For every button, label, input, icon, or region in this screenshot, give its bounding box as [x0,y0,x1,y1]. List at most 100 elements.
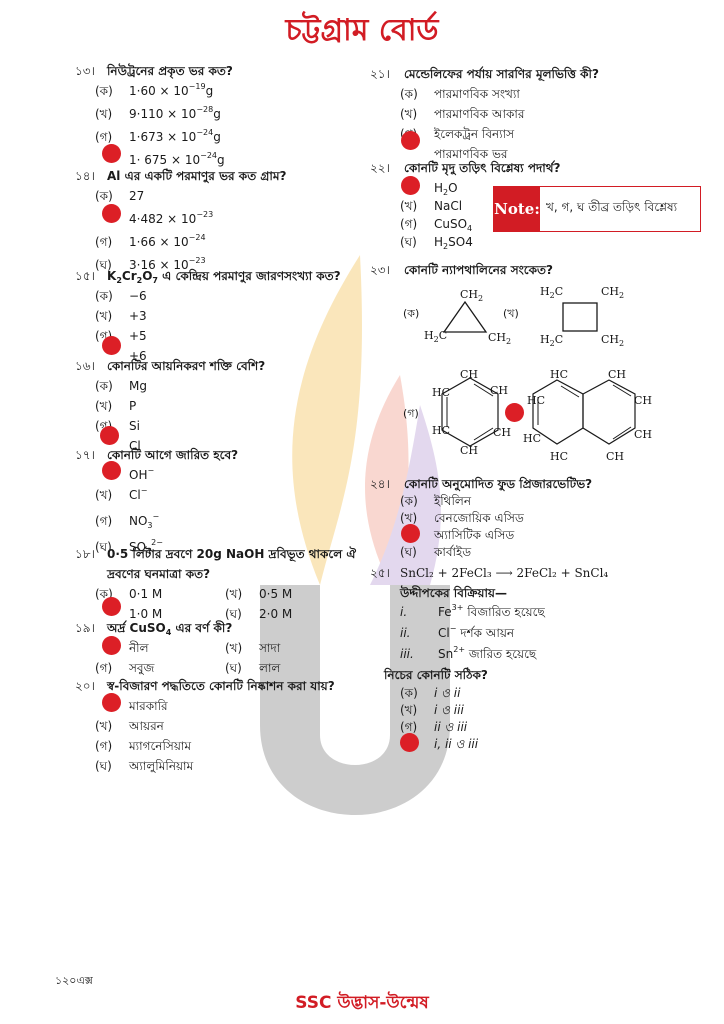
option-ka[interactable]: (ক)0·1 M [95,587,163,601]
option-kha[interactable]: (খ)0·5 M [225,587,293,601]
option-gha[interactable]: (ঘ)কার্বাইড [400,545,472,559]
option-kha[interactable]: (খ)i ও iii [400,703,464,717]
ch-label: CH [460,444,479,457]
question-number: ১৪। [75,169,95,183]
question-number: ২৪। [370,477,390,491]
option-ga[interactable]: (গ)+5 [95,329,147,343]
option-gha-correct[interactable]: 1· 675 × 10−24g [129,151,225,168]
option-ka[interactable]: (ক)−6 [95,289,147,303]
ch2-label: CH2 [601,333,625,348]
answer-dot [400,733,419,752]
ch-label: CH [606,450,625,463]
option-gha[interactable]: (ঘ)H2SO4 [400,235,473,251]
option-ga[interactable]: (গ)সবুজ [95,661,155,675]
naphthalene-structure [532,379,636,445]
option-ga[interactable]: (গ)NO3− [95,512,160,530]
option-ka[interactable]: (ক) [403,307,420,320]
question-18: ১৮।0·5 লিটার দ্রবণে 20g NaOH দ্রবিভূত থা… [75,546,375,626]
option-ka[interactable]: (ক)27 [95,189,145,203]
question-number: ১৯। [75,621,95,635]
option-kha[interactable]: (খ)NaCl [400,199,463,213]
hc-label: HC [527,394,546,407]
question-22: ২২।কোনটি মৃদু তড়িৎ বিশ্লেষ্য পদার্থ? H2… [370,160,710,252]
note-label: Note: [494,187,540,231]
option-gha-correct[interactable]: +6 [129,349,147,363]
option-ga-correct[interactable]: 1·0 M [129,607,163,621]
answer-dot [401,131,420,150]
answer-dot [102,461,121,480]
option-gha[interactable]: (ঘ)লাল [225,661,281,675]
option-ka-correct[interactable]: মারকারি [129,699,168,713]
question-text: নিউট্রনের প্রকৃত ভর কত? [107,64,233,78]
benzene-structure [441,377,499,447]
question-text: স্ব-বিজারণ পদ্ধতিতে কোনটি নিষ্কাশন করা য… [107,679,335,693]
option-ga[interactable]: (গ)1·66 × 10−24 [95,233,206,250]
option-gha[interactable]: (ঘ)2·0 M [225,607,293,621]
option-gha[interactable]: (ঘ)অ্যালুমিনিয়াম [95,759,194,773]
option-gha-correct[interactable]: i, ii ও iii [434,737,479,751]
h2c-label: H2C [540,333,564,348]
option-ka[interactable]: (ক)i ও ii [400,686,461,700]
option-ka-correct[interactable]: OH− [129,466,155,483]
footer-brand: SSC উদ্ভাস-উন্মেষ [295,993,429,1013]
option-ga[interactable]: (গ)ii ও iii [400,720,468,734]
option-ga[interactable]: (গ)1·673 × 10−24g [95,128,221,145]
option-ka-correct[interactable]: H2O [434,181,458,197]
question-number: ১৬। [75,359,95,373]
statement-ii: ii.Cl− দর্শক আয়ন [400,624,515,641]
answer-dot [100,426,119,445]
question-15: ১৫। K2Cr2O7 এ কেন্দ্রিয় পরমাণুর জারণসংখ্… [75,268,365,368]
question-number: ১৭। [75,448,95,462]
option-kha[interactable]: (খ)Cl− [95,486,148,503]
page-title: চট্টগ্রাম বোর্ড [285,13,439,48]
answer-dot [102,636,121,655]
option-kha[interactable]: (খ)+3 [95,309,147,323]
watermark-logo [260,255,450,815]
question-stem: উদ্দীপকের বিক্রিয়ায়— [400,586,507,600]
question-text: মেন্ডেলিফের পর্যায় সারণির মূলভিত্তি কী? [404,67,599,81]
option-kha[interactable]: (খ)বেনজোয়িক এসিড [400,511,524,525]
option-ga[interactable]: (গ)ম্যাগনেসিয়াম [95,739,192,753]
question-number: ১৫। [75,269,95,283]
option-ga[interactable]: (গ)CuSO4 [400,217,473,233]
question-14: ১৪।Al এর একটি পরমাণুর ভর কত গ্রাম? (ক)27… [75,168,365,277]
question-text: কোনটির আয়নিকরণ শক্তি বেশি? [107,359,266,373]
option-ga-correct[interactable]: অ্যাসিটিক এসিড [434,528,515,542]
question-text: অর্দ্র CuSO4 এর বর্ণ কী? [107,621,233,637]
question-13: ১৩।নিউট্রনের প্রকৃত ভর কত? (ক)1·60 × 10−… [75,63,365,172]
question-text: K2Cr2O7 এ কেন্দ্রিয় পরমাণুর জারণসংখ্যা … [107,269,341,285]
question-text: কোনটি আগে জারিত হবে? [107,448,239,462]
answer-dot [505,403,524,422]
option-kha[interactable]: (খ) [503,307,519,320]
option-ka-correct[interactable]: নীল [129,641,149,655]
question-24: ২৪।কোনটি অনুমোদিত ফুড প্রিজারভেটিভ? (ক)ই… [370,476,710,561]
option-kha[interactable]: (খ)সাদা [225,641,281,655]
option-kha[interactable]: (খ)P [95,399,137,413]
question-19: ১৯। অর্দ্র CuSO4 এর বর্ণ কী? নীল (খ)সাদা (… [75,620,375,680]
statement-i: i.Fe3+ বিজারিত হয়েছে [400,603,545,620]
question-21: ২১।মেন্ডেলিফের পর্যায় সারণির মূলভিত্তি … [370,66,710,166]
option-kha[interactable]: (খ)9·110 × 10−28g [95,105,221,122]
question-number: ২৩। [370,263,390,277]
answer-dot [401,524,420,543]
ch-label: CH [490,384,509,397]
option-gha-correct[interactable]: পারমাণবিক ভর [434,147,508,161]
hc-label: HC [550,450,569,463]
option-gha[interactable]: (ঘ)3·16 × 10−23 [95,256,206,273]
option-kha[interactable]: (খ)আয়রন [95,719,164,733]
option-gha-correct[interactable]: Cl [129,439,141,453]
option-gha[interactable]: (ঘ)SO42− [95,538,163,556]
option-ka[interactable]: (ক)ইথিলিন [400,494,471,508]
option-ga[interactable]: (গ) [403,407,419,420]
hc-label: HC [432,424,451,437]
option-kha[interactable]: (খ)পারমাণবিক আকার [400,107,525,121]
answer-dot [102,144,121,163]
option-ka[interactable]: (ক)1·60 × 10−19g [95,82,214,99]
question-25: ২৫।SnCl₂ + 2FeCl₃ ⟶ 2FeCl₂ + SnCl₄ উদ্দী… [370,565,710,753]
option-ka[interactable]: (ক)Mg [95,379,147,393]
ch-label: CH [460,368,479,381]
ch2-label: CH2 [460,288,484,303]
option-ka[interactable]: (ক)পারমাণবিক সংখ্যা [400,87,520,101]
option-kha-correct[interactable]: 4·482 × 10−23 [129,210,214,227]
ch2-label: CH2 [601,285,625,300]
